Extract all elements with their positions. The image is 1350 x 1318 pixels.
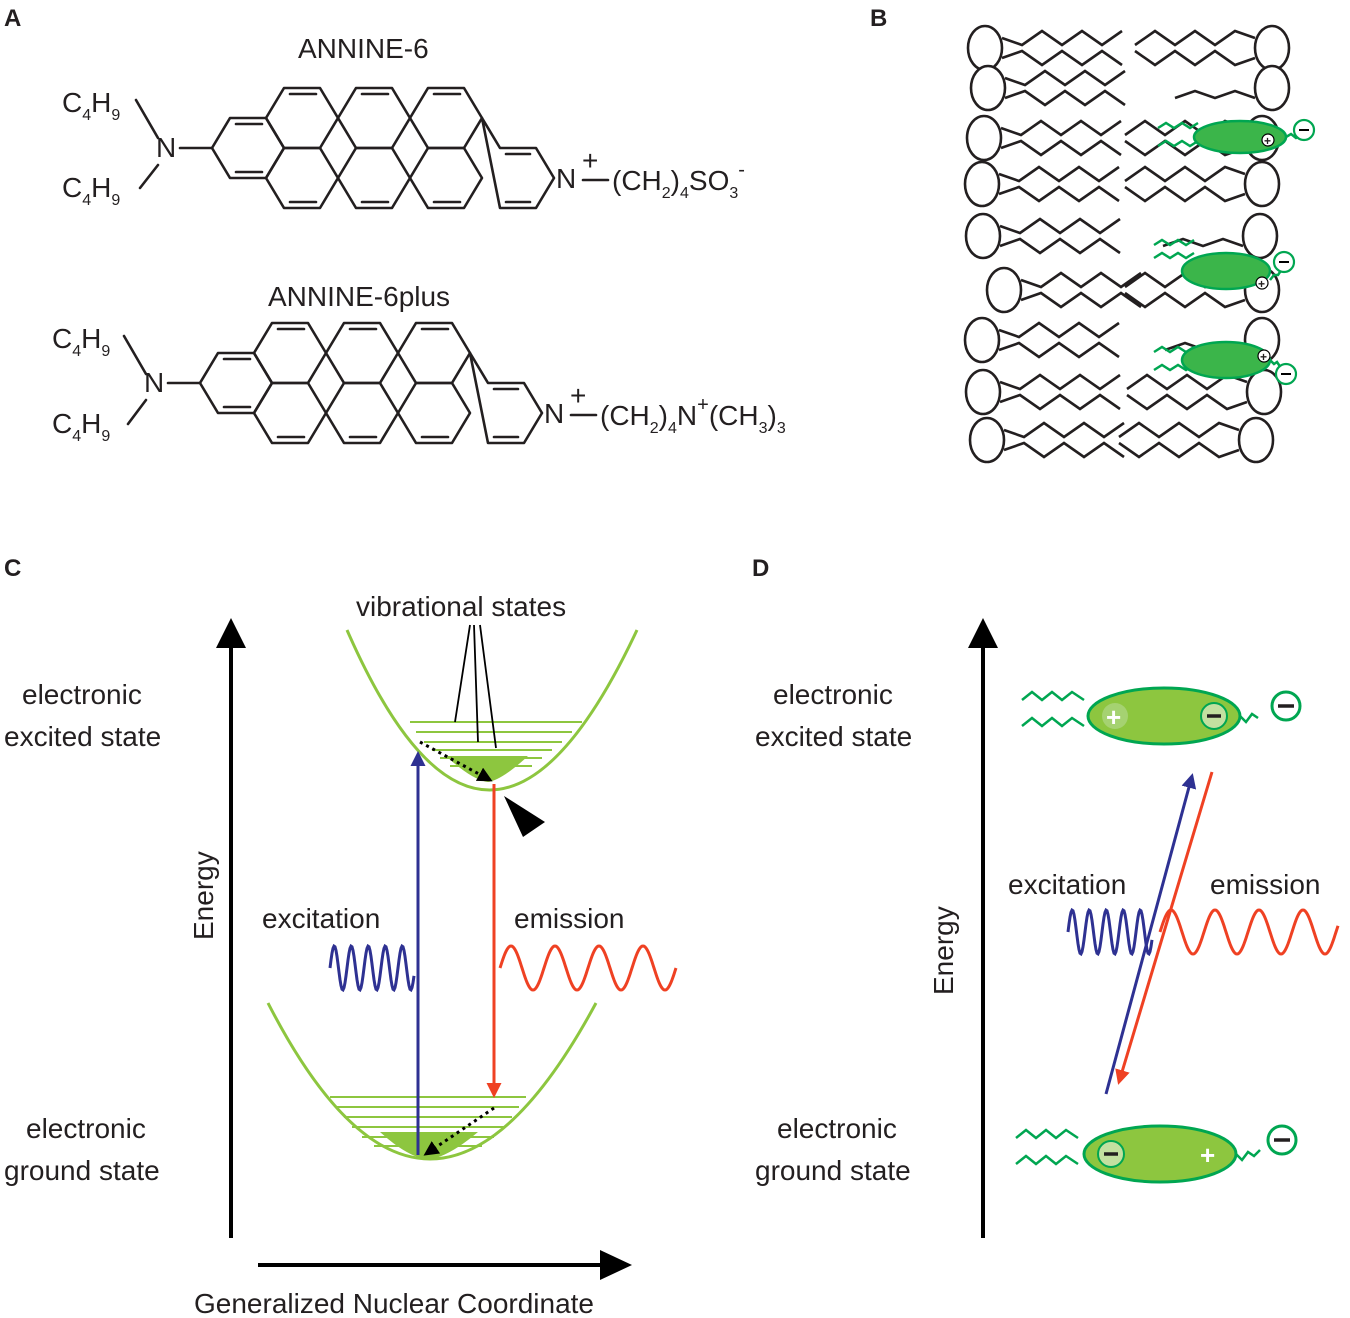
energy-axis-arrowhead	[968, 618, 998, 648]
excited-state-label-line2: excited state	[755, 721, 912, 752]
plus-charge: +	[1106, 702, 1121, 732]
molecule-annine-6plus: ANNINE-6plus C4H9 C4H9 N	[52, 281, 786, 445]
excitation-wave	[1066, 907, 1154, 957]
excitation-wave	[328, 943, 416, 993]
linker-chain: (CH2)4SO3-	[612, 159, 745, 202]
dye-molecule: +	[1157, 118, 1316, 155]
annine-ring-system	[210, 86, 556, 210]
svg-text:+: +	[1258, 277, 1265, 291]
panel-d: D Energy electronic excited state electr…	[752, 555, 1340, 1238]
ground-state-label-line1: electronic	[26, 1113, 146, 1144]
emission-label: emission	[514, 903, 624, 934]
excited-state-label-line1: electronic	[773, 679, 893, 710]
amine-nitrogen: N	[144, 367, 164, 398]
excited-state-label-line2: excited state	[4, 721, 161, 752]
emission-origin-arrowhead	[504, 796, 545, 837]
excited-state-potential	[345, 629, 639, 792]
panel-letter-a: A	[4, 5, 21, 32]
excited-state-dye: +	[1021, 686, 1302, 746]
energy-axis-arrowhead	[216, 618, 246, 648]
excitation-arrow	[1104, 773, 1197, 1095]
panel-c: C Energy Generalized Nuclear Coordinate …	[4, 555, 678, 1318]
butyl-group-bottom: C4H9	[52, 408, 110, 445]
ground-state-label-line2: ground state	[755, 1155, 911, 1186]
dye-molecule: +	[1153, 340, 1298, 386]
butyl-group-top: C4H9	[52, 323, 110, 360]
butyl-group-top: C4H9	[62, 87, 120, 124]
energy-axis-label: Energy	[188, 851, 219, 940]
positive-charge: +	[570, 380, 586, 411]
panel-b: B + + +	[870, 5, 1316, 464]
amine-bonds	[134, 98, 214, 190]
ground-state-label-line2: ground state	[4, 1155, 160, 1186]
panel-letter-c: C	[4, 555, 21, 582]
ground-state-potential	[266, 1002, 598, 1161]
ground-state-label-line1: electronic	[777, 1113, 897, 1144]
molecule-name-annine-6: ANNINE-6	[298, 33, 429, 64]
vibrational-states-label: vibrational states	[356, 591, 566, 622]
vibrational-states-pointers	[454, 624, 497, 749]
amine-bonds	[122, 334, 202, 426]
positive-charge: +	[582, 145, 598, 176]
amine-nitrogen: N	[156, 132, 176, 163]
svg-text:+: +	[1264, 134, 1271, 148]
butyl-group-bottom: C4H9	[62, 172, 120, 209]
emission-wave	[1158, 908, 1340, 956]
linker-chain: (CH2)4N+(CH3)3	[600, 394, 786, 437]
lipid-bilayer	[963, 24, 1291, 464]
svg-text:+: +	[1260, 350, 1267, 364]
emission-arrow	[1115, 771, 1214, 1085]
coordinate-axis-label: Generalized Nuclear Coordinate	[194, 1288, 594, 1318]
emission-wave	[498, 944, 678, 992]
pyridinium-nitrogen: N	[556, 163, 576, 194]
excitation-label: excitation	[1008, 869, 1126, 900]
ground-state-dye: +	[1015, 1124, 1298, 1184]
panel-letter-b: B	[870, 5, 887, 32]
excitation-label: excitation	[262, 903, 380, 934]
dye-molecule: +	[1153, 238, 1296, 291]
excited-state-label-line1: electronic	[22, 679, 142, 710]
molecule-name-annine-6plus: ANNINE-6plus	[268, 281, 450, 312]
annine-ring-system	[198, 321, 544, 445]
panel-a: A ANNINE-6 C4H9 C4H9 N	[4, 5, 786, 445]
coordinate-axis-arrowhead	[600, 1250, 632, 1280]
emission-label: emission	[1210, 869, 1320, 900]
panel-letter-d: D	[752, 555, 769, 582]
energy-axis-label: Energy	[928, 906, 959, 995]
pyridinium-nitrogen: N	[544, 398, 564, 429]
molecule-annine-6: ANNINE-6 C4H9 C4H9 N	[62, 33, 745, 210]
plus-charge: +	[1200, 1140, 1215, 1170]
